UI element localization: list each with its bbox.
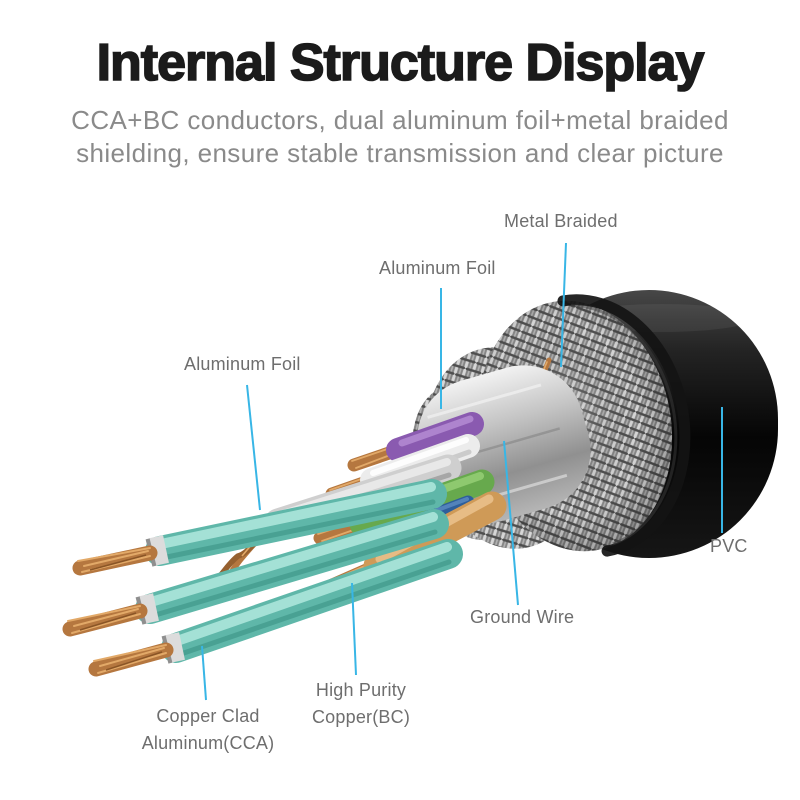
coax-3-copper-strands	[88, 642, 174, 677]
leader-metal-braided	[560, 242, 567, 368]
label-ground-wire: Ground Wire	[470, 607, 575, 627]
label-high-purity-copper: High Purity Copper(BC)	[311, 680, 411, 727]
label-metal-braided: Metal Braided	[504, 211, 618, 231]
wire-coax-1	[72, 479, 447, 576]
leader-ground-wire	[503, 440, 519, 606]
wire-purple	[347, 412, 484, 472]
header: Internal Structure Display CCA+BC conduc…	[0, 34, 800, 172]
subtitle-line-1: CCA+BC conductors, dual aluminum foil+me…	[71, 104, 729, 135]
coax-1-copper-strands	[72, 545, 158, 576]
page-title: Internal Structure Display	[96, 34, 705, 92]
wire-coax-3	[88, 539, 463, 677]
jacket-lip	[557, 294, 691, 557]
label-aluminum-foil-left: Aluminum Foil	[184, 354, 301, 374]
label-aluminum-foil-top: Aluminum Foil	[379, 258, 496, 278]
subtitle-line-2: shielding, ensure stable transmission an…	[76, 138, 724, 169]
leader-copper-clad-aluminum	[201, 645, 207, 701]
label-copper-clad-aluminum: Copper Clad Aluminum(CCA)	[141, 706, 275, 753]
label-pvc: PVC	[710, 536, 748, 556]
leader-lines	[201, 242, 723, 701]
leader-aluminum-foil-left	[246, 384, 261, 511]
wire-coax-2	[62, 509, 449, 637]
coax-2-copper-strands	[62, 603, 148, 637]
leader-high-purity-copper	[351, 582, 357, 676]
